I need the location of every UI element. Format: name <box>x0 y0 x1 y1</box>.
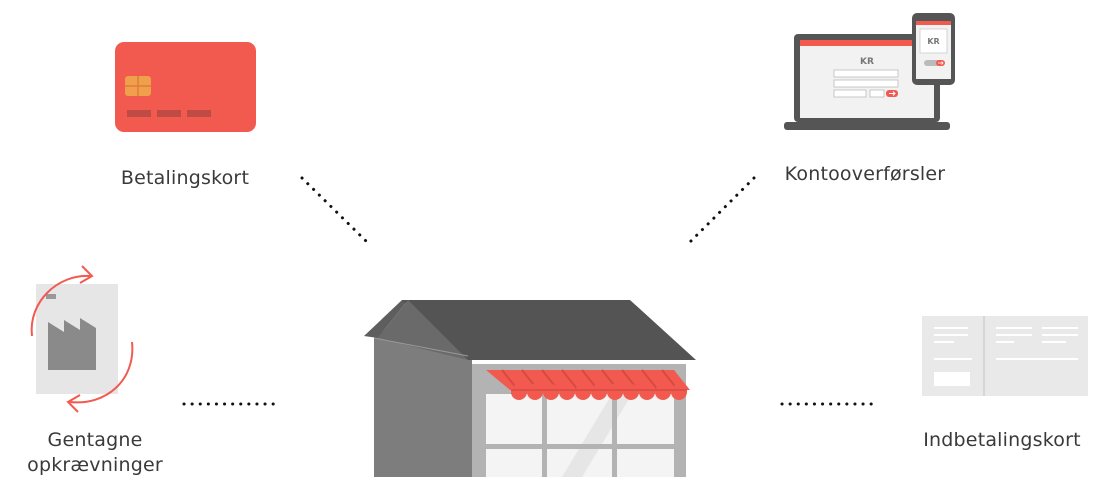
shop-icon <box>362 298 696 477</box>
